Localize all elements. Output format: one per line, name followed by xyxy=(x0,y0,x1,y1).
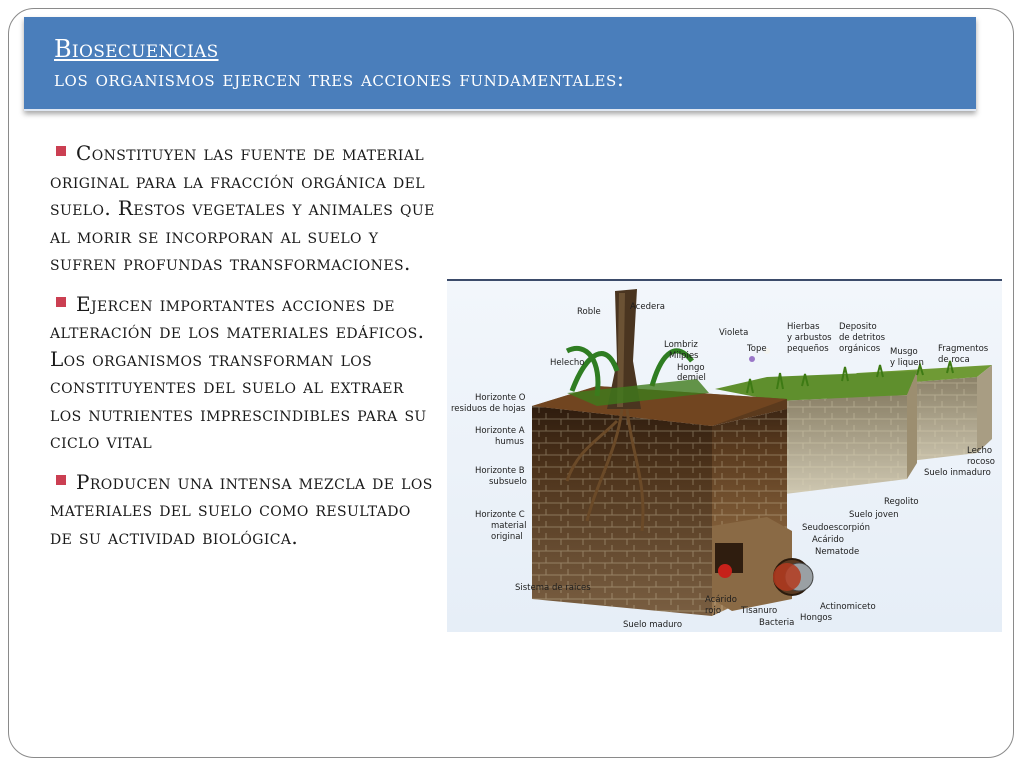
label-hierbas: Hierbas xyxy=(787,322,820,332)
label-acarido-rojo: Acárido xyxy=(705,595,737,605)
label-deposito: Deposito xyxy=(839,322,877,332)
soil-diagram-illustration: Roble Acedera Helecho Lombriz Milpies Ho… xyxy=(447,281,1002,632)
label-nematode: Nematode xyxy=(815,547,859,557)
bullet-list: Constituyen las fuente de material origi… xyxy=(50,140,435,564)
label-suelo-inmaduro: Suelo inmaduro xyxy=(924,468,991,478)
label-horizonte-o: Horizonte O xyxy=(475,393,526,403)
label-deposito-2: de detritos xyxy=(839,333,886,343)
bullet-item: Ejercen importantes acciones de alteraci… xyxy=(50,291,435,456)
slide-subtitle: los organismos ejercen tres acciones fun… xyxy=(54,67,625,91)
bullet-text: Constituyen las fuente de material origi… xyxy=(50,141,435,275)
bullet-square-icon xyxy=(56,474,66,485)
label-lecho-2: rocoso xyxy=(967,457,995,467)
label-suelo-joven: Suelo joven xyxy=(849,510,899,520)
label-acarido: Acárido xyxy=(812,535,844,545)
label-roble: Roble xyxy=(577,307,601,317)
label-horizonte-c-2: material xyxy=(491,521,526,531)
label-helecho: Helecho xyxy=(550,358,584,368)
label-hierbas-2: y arbustos xyxy=(787,333,832,343)
bullet-item: Producen una intensa mezcla de los mater… xyxy=(50,469,435,552)
slide-title: Biosecuencias xyxy=(54,35,219,63)
label-bacteria: Bacteria xyxy=(759,618,794,628)
label-hongo: Hongo xyxy=(677,363,705,373)
label-lombriz: Lombriz xyxy=(664,340,698,350)
label-musgo-2: y liquen xyxy=(890,358,924,368)
label-horizonte-o-2: residuos de hojas xyxy=(451,404,526,414)
label-tisanuro: Tisanuro xyxy=(740,606,777,616)
label-hierbas-3: pequeños xyxy=(787,344,829,354)
label-horizonte-b-2: subsuelo xyxy=(489,477,527,487)
label-lecho: Lecho xyxy=(967,446,992,456)
label-acarido-rojo-2: rojo xyxy=(705,606,721,616)
bullet-square-icon xyxy=(56,296,66,307)
label-hongos: Hongos xyxy=(800,613,833,623)
label-horizonte-c-3: original xyxy=(491,532,523,542)
label-regolito: Regolito xyxy=(884,497,919,507)
label-horizonte-a: Horizonte A xyxy=(475,426,525,436)
label-sistema-raices: Sistema de raices xyxy=(515,583,591,593)
label-suelo-maduro: Suelo maduro xyxy=(623,620,682,630)
label-violeta: Violeta xyxy=(719,328,748,338)
title-bar: Biosecuencias los organismos ejercen tre… xyxy=(24,17,976,111)
bullet-text: Producen una intensa mezcla de los mater… xyxy=(50,469,433,549)
bullet-square-icon xyxy=(56,146,66,156)
label-actinomiceto: Actinomiceto xyxy=(820,602,876,612)
label-fragmentos: Fragmentos xyxy=(938,344,989,354)
bullet-text: Ejercen importantes acciones de alteraci… xyxy=(50,291,427,454)
label-musgo: Musgo xyxy=(890,347,918,357)
label-seudoescorpion: Seudoescorpión xyxy=(802,522,870,533)
label-demiel: demiel xyxy=(677,373,706,383)
label-milpies: Milpies xyxy=(669,351,699,361)
label-deposito-3: orgánicos xyxy=(839,344,881,354)
bullet-item: Constituyen las fuente de material origi… xyxy=(50,140,435,278)
soil-diagram-figure: Roble Acedera Helecho Lombriz Milpies Ho… xyxy=(447,279,1002,634)
label-acedera: Acedera xyxy=(630,302,665,312)
label-tope: Tope xyxy=(746,344,767,354)
label-horizonte-a-2: humus xyxy=(495,437,524,447)
label-horizonte-c: Horizonte C xyxy=(475,510,525,520)
label-fragmentos-2: de roca xyxy=(938,355,970,365)
label-horizonte-b: Horizonte B xyxy=(475,466,525,476)
